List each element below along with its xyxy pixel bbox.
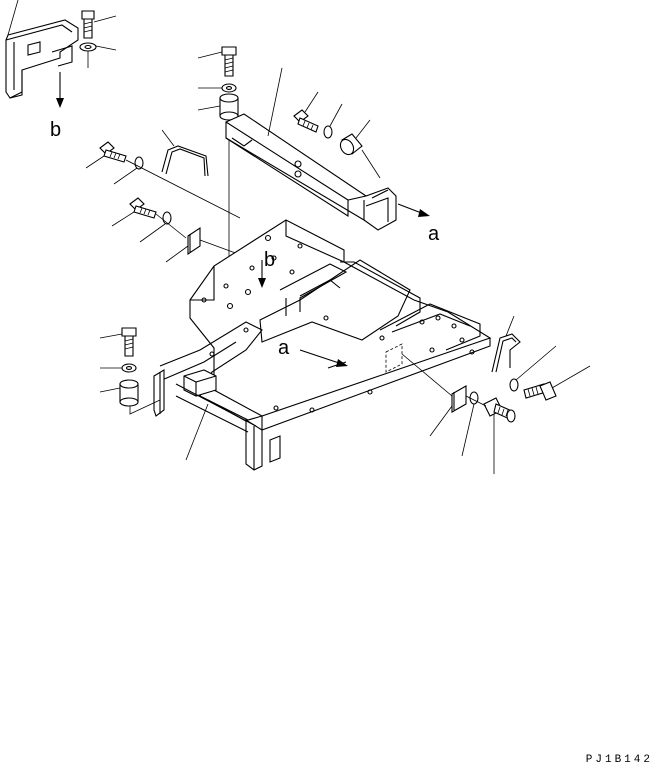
bracket-detail-b [5, 0, 79, 99]
arrow-a-right: a [397, 203, 440, 245]
grab-handle [161, 129, 209, 177]
label-b-top: b [50, 119, 61, 141]
bolt [81, 10, 117, 39]
drawing-code: PJ1B142 [585, 754, 653, 766]
bolt [111, 197, 157, 227]
bolt [197, 46, 237, 77]
bolt [483, 397, 516, 474]
washer [323, 103, 343, 139]
arrow-b: b [50, 72, 64, 141]
washer [79, 42, 117, 52]
cross-beam [225, 67, 397, 231]
label-a-frame: a [278, 337, 290, 359]
washer [139, 211, 172, 243]
cover-plate [165, 226, 201, 263]
washer [100, 363, 137, 373]
washer [509, 345, 557, 392]
cover-plate [429, 385, 467, 437]
grab-handle [491, 315, 521, 373]
label-a-right: a [428, 223, 440, 245]
collar [197, 93, 239, 121]
collar [339, 119, 371, 156]
main-frame [153, 219, 492, 471]
bolt [85, 141, 127, 169]
bolt [523, 365, 591, 401]
collar [99, 379, 139, 407]
label-b-frame: b [264, 249, 275, 271]
arrow-b-frame: b [258, 249, 275, 288]
arrow-a-frame: a [278, 337, 348, 367]
bolt [99, 327, 137, 357]
bolt [293, 91, 319, 133]
washer [198, 83, 237, 93]
